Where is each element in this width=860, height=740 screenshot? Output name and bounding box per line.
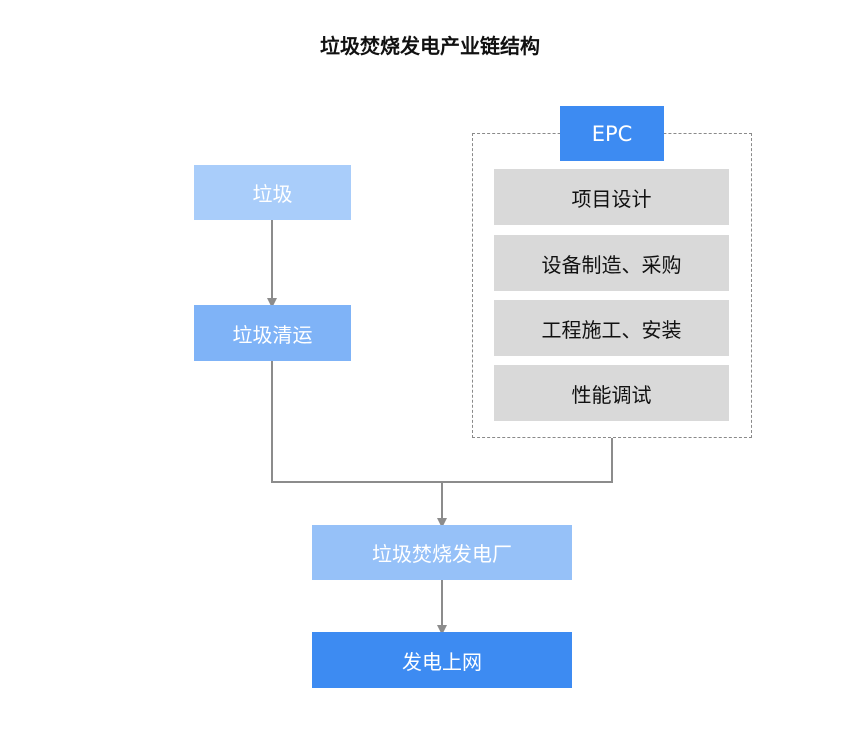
node-grid-connection-label: 发电上网 <box>402 649 482 674</box>
diagram-title: 垃圾焚烧发电产业链结构 <box>320 34 540 58</box>
epc-item-label: 项目设计 <box>571 186 652 211</box>
epc-item-label: 工程施工、安装 <box>541 317 682 342</box>
node-incineration-plant: 垃圾焚烧发电厂 <box>312 525 572 580</box>
epc-item-design: 项目设计 <box>494 169 729 225</box>
epc-item-construction: 工程施工、安装 <box>494 300 729 356</box>
node-garbage-transport: 垃圾清运 <box>194 305 351 361</box>
line-epc-to-merge <box>442 438 613 483</box>
epc-item-manufacturing: 设备制造、采购 <box>494 235 729 291</box>
epc-item-label: 性能调试 <box>571 382 652 407</box>
line-transport-to-merge <box>271 361 442 483</box>
epc-header-label: EPC <box>591 121 633 146</box>
epc-item-label: 设备制造、采购 <box>541 252 682 277</box>
node-garbage-label: 垃圾 <box>252 182 293 206</box>
node-grid-connection: 发电上网 <box>312 632 572 688</box>
epc-item-commissioning: 性能调试 <box>494 365 729 421</box>
epc-header: EPC <box>560 106 664 161</box>
node-garbage: 垃圾 <box>194 165 351 220</box>
node-garbage-transport-label: 垃圾清运 <box>232 322 313 347</box>
node-incineration-plant-label: 垃圾焚烧发电厂 <box>372 542 512 566</box>
